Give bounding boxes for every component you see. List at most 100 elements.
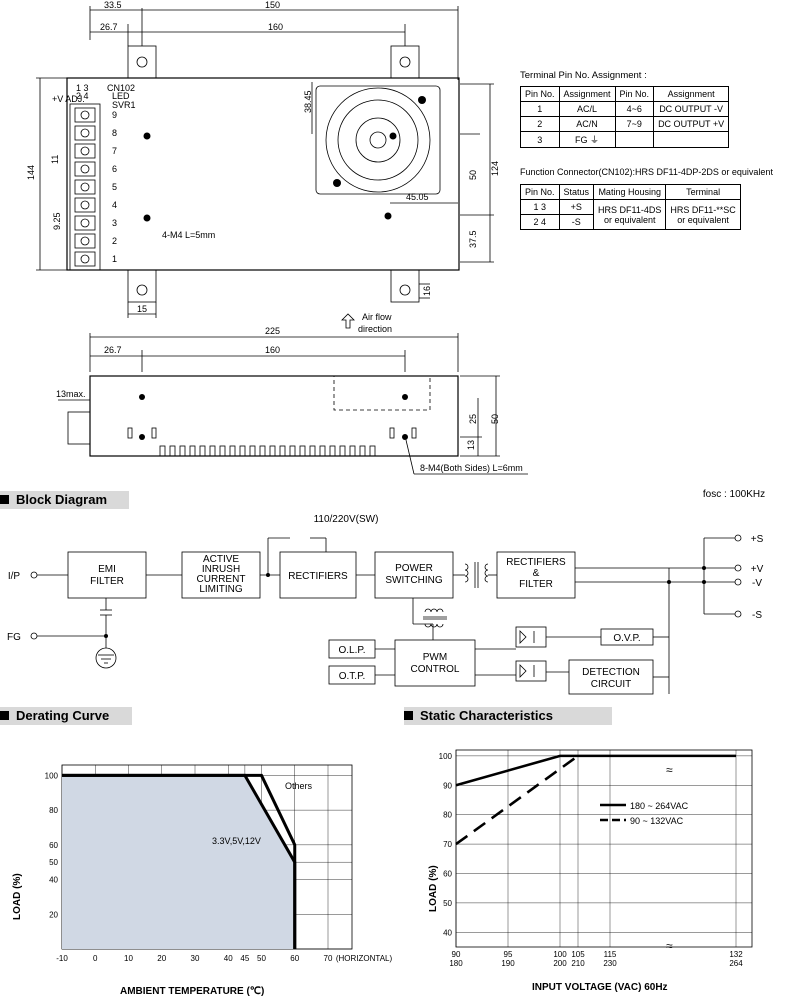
- static-ytick: 90: [443, 781, 452, 790]
- pin-4: 4: [112, 200, 117, 210]
- ft-r0c0: 1 3: [520, 199, 560, 215]
- static-xtick-bottom: 230: [603, 959, 617, 968]
- block-ovp: O.V.P.: [613, 633, 640, 644]
- tt-r0c1: AC/L: [558, 101, 616, 117]
- ft-r1c1: -S: [558, 214, 595, 230]
- terminal-cn102: CN102: [107, 83, 135, 93]
- tt-r2c3: [653, 131, 730, 148]
- block-rect2-3: FILTER: [519, 579, 553, 590]
- mount-note: 4-M4 L=5mm: [162, 230, 215, 240]
- static-xtick-bottom: 264: [729, 959, 743, 968]
- dim-pitch-11: 11: [50, 155, 60, 164]
- derating-xtick: 60: [290, 954, 299, 963]
- block-rect2-1: RECTIFIERS: [506, 557, 566, 568]
- tt-r0c0: 1: [520, 101, 560, 117]
- derating-area: [62, 775, 295, 949]
- terminal-screws: [74, 107, 96, 267]
- terminal-led: LED: [112, 91, 130, 101]
- pin-6: 6: [112, 164, 117, 174]
- fg-terminal: [30, 632, 38, 640]
- tt-r0c3: DC OUTPUT -V: [653, 101, 730, 117]
- block-rect1: RECTIFIERS: [288, 571, 348, 582]
- static-xtick-top: 90: [452, 950, 461, 959]
- ft-h0: Pin No.: [520, 184, 560, 200]
- derating-ytick: 40: [49, 876, 58, 885]
- static-ytick: 70: [443, 840, 452, 849]
- static-xtick-top: 95: [504, 950, 513, 959]
- static-ytick: 80: [443, 811, 452, 820]
- ground-icon: [95, 647, 117, 669]
- ft-h3: Terminal: [665, 184, 741, 200]
- ft-h2: Mating Housing: [593, 184, 667, 200]
- derating-xtick: 70: [324, 954, 333, 963]
- dim-pitch-9-25: 9.25: [52, 212, 62, 230]
- derating-ytick: 20: [49, 910, 58, 919]
- block-ip: I/P: [8, 571, 21, 582]
- tt-r1c2: 7~9: [614, 116, 655, 132]
- block-out-v-plus: +V: [751, 564, 764, 575]
- pin-9: 9: [112, 110, 117, 120]
- ft-housing: HRS DF11-4DS or equivalent: [593, 199, 667, 230]
- dim-right-37-5: 37.5: [468, 230, 478, 248]
- derating-xtick: 50: [257, 954, 266, 963]
- airflow-label-2: direction: [358, 324, 392, 334]
- out-terminal-s-minus: [734, 610, 742, 618]
- dim-top-outer: 33.5: [104, 0, 122, 10]
- out-terminal-s-plus: [734, 534, 742, 542]
- block-olp: O.L.P.: [338, 645, 365, 656]
- ft-housing-2: or equivalent: [603, 214, 656, 225]
- block-detect-2: CIRCUIT: [591, 679, 632, 690]
- derating-xtick: 0: [93, 954, 98, 963]
- out-terminal-v-plus: [734, 564, 742, 572]
- block-pwm-1: PWM: [423, 652, 447, 663]
- block-rect2-2: &: [533, 568, 540, 579]
- static-chart: 9018095190100200105210115230132264100908…: [428, 749, 753, 993]
- block-power-2: SWITCHING: [385, 575, 442, 586]
- derating-xtick: 40: [224, 954, 233, 963]
- terminal-svr: SVR1: [112, 100, 136, 110]
- block-out-v-minus: -V: [752, 578, 762, 589]
- tt-r1c1: AC/N: [558, 116, 616, 132]
- block-inrush-3: CURRENT: [197, 574, 246, 585]
- static-series-low: [455, 754, 579, 846]
- dim-top-inner: 160: [268, 22, 283, 32]
- static-legend-low: 90 ~ 132VAC: [630, 816, 684, 826]
- derating-xtick: 45: [240, 954, 249, 963]
- static-xtick-bottom: 190: [501, 959, 515, 968]
- static-ytick: 40: [443, 928, 452, 937]
- static-legend-high: 180 ~ 264VAC: [630, 801, 689, 811]
- optocoupler-icon: [519, 630, 535, 678]
- block-inrush-1: ACTIVE: [203, 554, 239, 565]
- pin-3: 3: [112, 218, 117, 228]
- block-diagram-title: Block Diagram: [0, 491, 129, 509]
- derating-ytick: 80: [49, 806, 58, 815]
- heatsink-fins: [159, 445, 376, 457]
- block-otp: O.T.P.: [339, 671, 366, 682]
- block-emi-1: EMI: [98, 564, 116, 575]
- block-sw: 110/220V(SW): [314, 514, 379, 525]
- terminal-n13: 1 3: [76, 83, 89, 93]
- function-table-title: Function Connector(CN102):HRS DF11-4DP-2…: [520, 167, 773, 177]
- dim-side-width: 225: [265, 326, 280, 336]
- static-title: Static Characteristics: [404, 707, 612, 725]
- ft-r1c0: 2 4: [520, 214, 560, 230]
- dim-top-width: 150: [265, 0, 280, 10]
- dim-fan-offset: 45.05: [406, 192, 429, 202]
- ft-r0c1: +S: [558, 199, 595, 215]
- dim-side-13: 13: [466, 440, 476, 450]
- side-note: 8-M4(Both Sides) L=6mm: [420, 463, 523, 473]
- static-break-top: ≈: [666, 763, 673, 777]
- tt-h2: Pin No.: [614, 86, 655, 102]
- pin-5: 5: [112, 182, 117, 192]
- static-ylabel: LOAD (%): [428, 865, 439, 912]
- static-ytick: 50: [443, 899, 452, 908]
- block-detect-1: DETECTION: [582, 667, 640, 678]
- static-ytick: 100: [439, 752, 453, 761]
- out-terminal-v-minus: [734, 578, 742, 586]
- dim-fan-top: 38.45: [303, 90, 313, 113]
- block-fosc: fosc : 100KHz: [703, 489, 765, 500]
- dim-side-inner-left: 26.7: [104, 345, 122, 355]
- ft-terminal-1: HRS DF11-**SC: [670, 204, 736, 215]
- block-out-s-plus: +S: [751, 534, 764, 545]
